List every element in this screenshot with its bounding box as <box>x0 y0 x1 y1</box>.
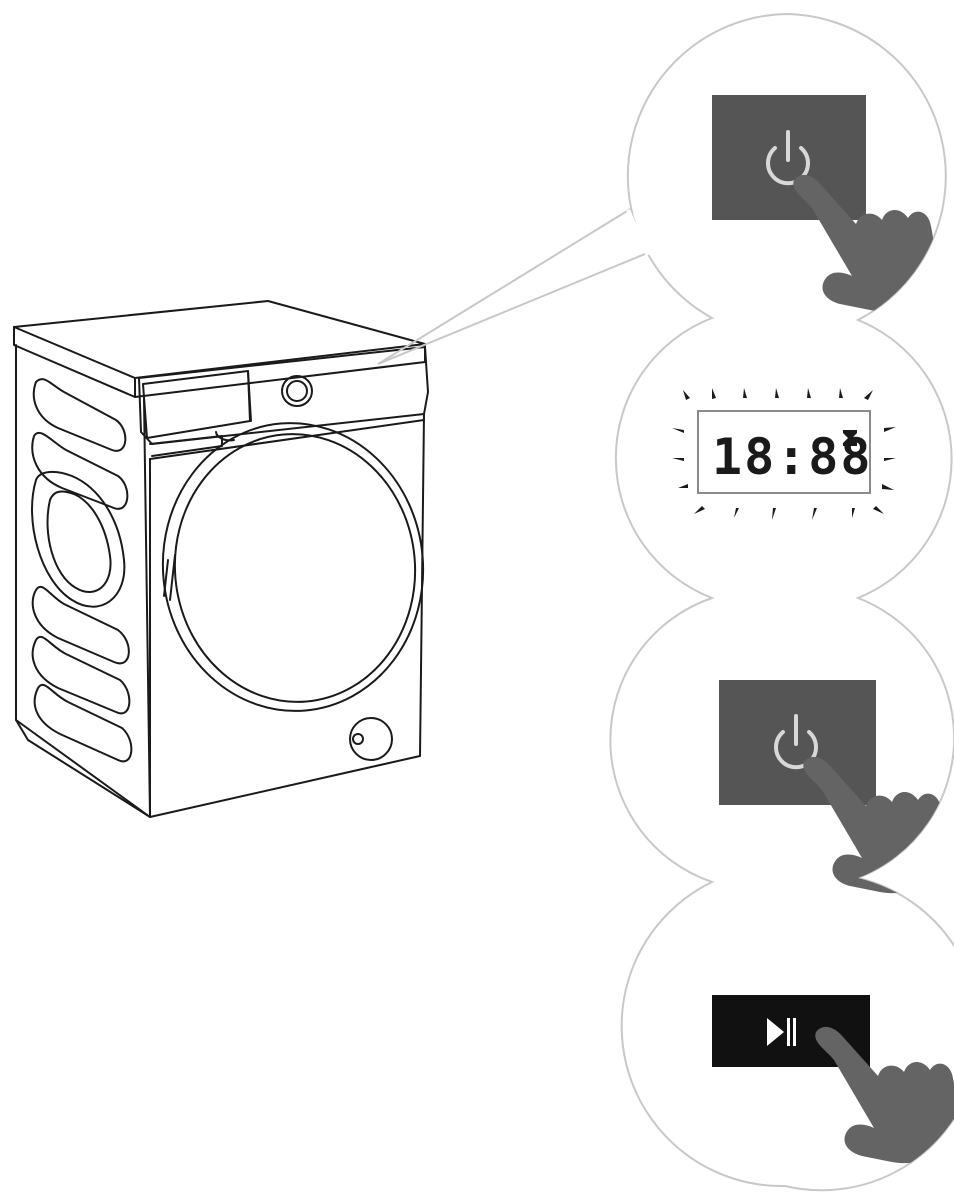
side-wave-4 <box>31 585 130 665</box>
machine-top <box>13 300 426 379</box>
filter-cover <box>349 717 393 761</box>
side-wave-2 <box>31 431 129 510</box>
step-1-power <box>712 95 935 312</box>
side-wave-3 <box>31 470 126 608</box>
hourglass-icon <box>843 430 857 446</box>
lcd-display <box>697 410 871 494</box>
power-icon <box>766 130 810 186</box>
detergent-drawer <box>142 370 251 439</box>
display-time: 18:88 <box>712 428 873 486</box>
callout-pointer <box>377 207 646 365</box>
step-3-power <box>719 680 945 894</box>
control-panel <box>138 346 429 445</box>
step-4-start-pause <box>712 995 954 1164</box>
side-wave-6 <box>33 683 133 763</box>
program-knob <box>281 375 313 407</box>
power-icon-2 <box>774 714 818 770</box>
play-pause-icon <box>767 1018 796 1046</box>
machine-door <box>161 422 425 712</box>
machine-side-panel <box>15 344 151 818</box>
blink-rays <box>672 388 896 520</box>
step-2-display: 18:88 <box>672 388 896 520</box>
side-wave-1 <box>32 378 127 452</box>
washing-machine <box>13 300 429 818</box>
side-wave-5 <box>31 635 131 715</box>
